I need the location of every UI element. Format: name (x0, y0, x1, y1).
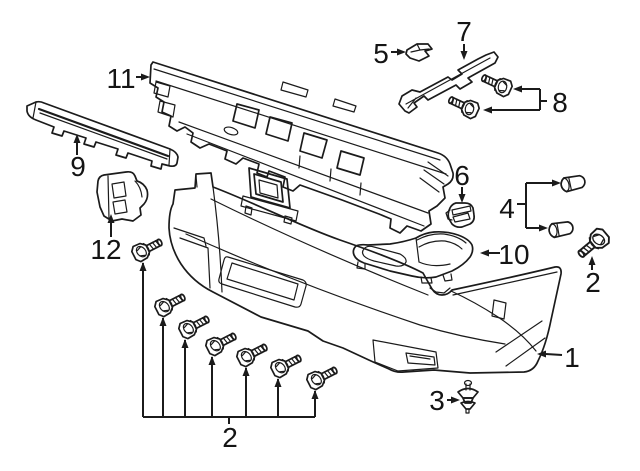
callout-label-2-right: 2 (585, 267, 601, 298)
step-crease-upper (210, 198, 429, 296)
end-hole (153, 81, 171, 98)
face-hole (265, 116, 293, 142)
callout-7: 7 (456, 16, 472, 60)
top-flange-line (153, 68, 441, 161)
wing-crease (495, 320, 546, 367)
callout-12: 12 (90, 214, 122, 265)
callout-label-9: 9 (70, 151, 86, 182)
accent-stripe (39, 112, 168, 160)
part-retainer-clips (548, 174, 586, 239)
face-hole (232, 103, 260, 129)
callout-label-10: 10 (498, 239, 529, 270)
part-nut-clip (445, 202, 476, 229)
face-hole (336, 150, 365, 176)
step-recess-outer (218, 256, 307, 308)
license-inner (405, 352, 436, 366)
part-push-pin (457, 379, 479, 414)
hump-ridge (416, 233, 467, 250)
end-hole (157, 100, 176, 118)
oval-slot (223, 126, 239, 136)
nut-slot (451, 205, 472, 223)
callout-8: 8 (483, 85, 568, 118)
callout-1: 1 (537, 342, 580, 373)
callout-label-12: 12 (90, 234, 121, 265)
part-step-pad-extension (352, 230, 474, 284)
part-bracket (96, 170, 149, 222)
top-slot (332, 98, 357, 113)
callout-3: 3 (429, 385, 460, 416)
pin-tip (465, 408, 470, 414)
pin-knob (463, 379, 473, 387)
hitch-receiver-inner (253, 173, 284, 203)
license-recess (372, 339, 439, 372)
callout-label-8: 8 (552, 87, 568, 118)
callout-label-1: 1 (564, 342, 580, 373)
mount-tab (356, 261, 453, 284)
face-notch (491, 299, 507, 320)
hitch-receiver-outer (248, 167, 291, 209)
callout-label-2-bottom: 2 (222, 422, 238, 453)
top-face-fold (155, 80, 447, 175)
hump-fold (415, 237, 451, 267)
retainer-clip (560, 174, 586, 193)
callout-2-bottom: 2 (139, 262, 319, 453)
part-outline (96, 170, 149, 222)
callout-9: 9 (70, 134, 86, 182)
part-outline (26, 100, 179, 170)
face-hole (299, 132, 328, 159)
step-recess-inner (226, 262, 299, 301)
part-impact-bar (149, 61, 454, 234)
corner-chevron (173, 227, 211, 289)
nut-opening (445, 209, 453, 221)
callout-2-right: 2 (585, 256, 601, 298)
part-brace (398, 51, 499, 114)
corner-fold (212, 186, 223, 293)
face-bottom-fold (178, 121, 429, 214)
brace-fold-line (405, 57, 491, 109)
callout-10: 10 (480, 239, 530, 270)
callout-label-4: 4 (499, 193, 515, 224)
bracket-slot (112, 199, 128, 215)
part-outline (149, 61, 454, 234)
hitch-receiver-bore (258, 179, 279, 199)
pin-cone (460, 400, 476, 410)
callout-5: 5 (373, 38, 406, 69)
part-outline (168, 172, 562, 374)
top-edge-fold (452, 271, 558, 296)
callout-label-11: 11 (106, 63, 135, 94)
hitch-base-plate (240, 195, 299, 222)
callout-6: 6 (454, 160, 470, 203)
part-outline (352, 230, 474, 279)
callout-label-7: 7 (456, 16, 472, 47)
pin-cap (457, 387, 479, 399)
accent-stripe (37, 107, 170, 158)
step-crease-lower (185, 233, 506, 345)
flange-line (186, 133, 425, 227)
tab-fold (195, 175, 198, 188)
retainer-clip (548, 221, 574, 239)
notch-inner (429, 287, 451, 294)
callout-4: 4 (499, 179, 561, 232)
callout-11: 11 (106, 63, 150, 94)
part-clip-small (405, 43, 433, 62)
bracket-curve (107, 175, 143, 220)
callout-label-6: 6 (454, 160, 470, 191)
part-outline (398, 51, 499, 114)
part-bumper-cover (168, 172, 562, 374)
callout-label-3: 3 (429, 385, 445, 416)
hitch-foot (244, 205, 293, 225)
end-bracket-hatch (419, 161, 449, 193)
end-cap-line (32, 101, 171, 166)
bracket-slot (111, 181, 127, 199)
callout-label-5: 5 (373, 38, 389, 69)
part-step-strip (26, 100, 179, 170)
tray-recess (361, 245, 407, 267)
seam-tick (298, 155, 362, 196)
clip-fold (410, 43, 430, 53)
part-outline (405, 43, 433, 62)
top-slot (280, 81, 309, 98)
